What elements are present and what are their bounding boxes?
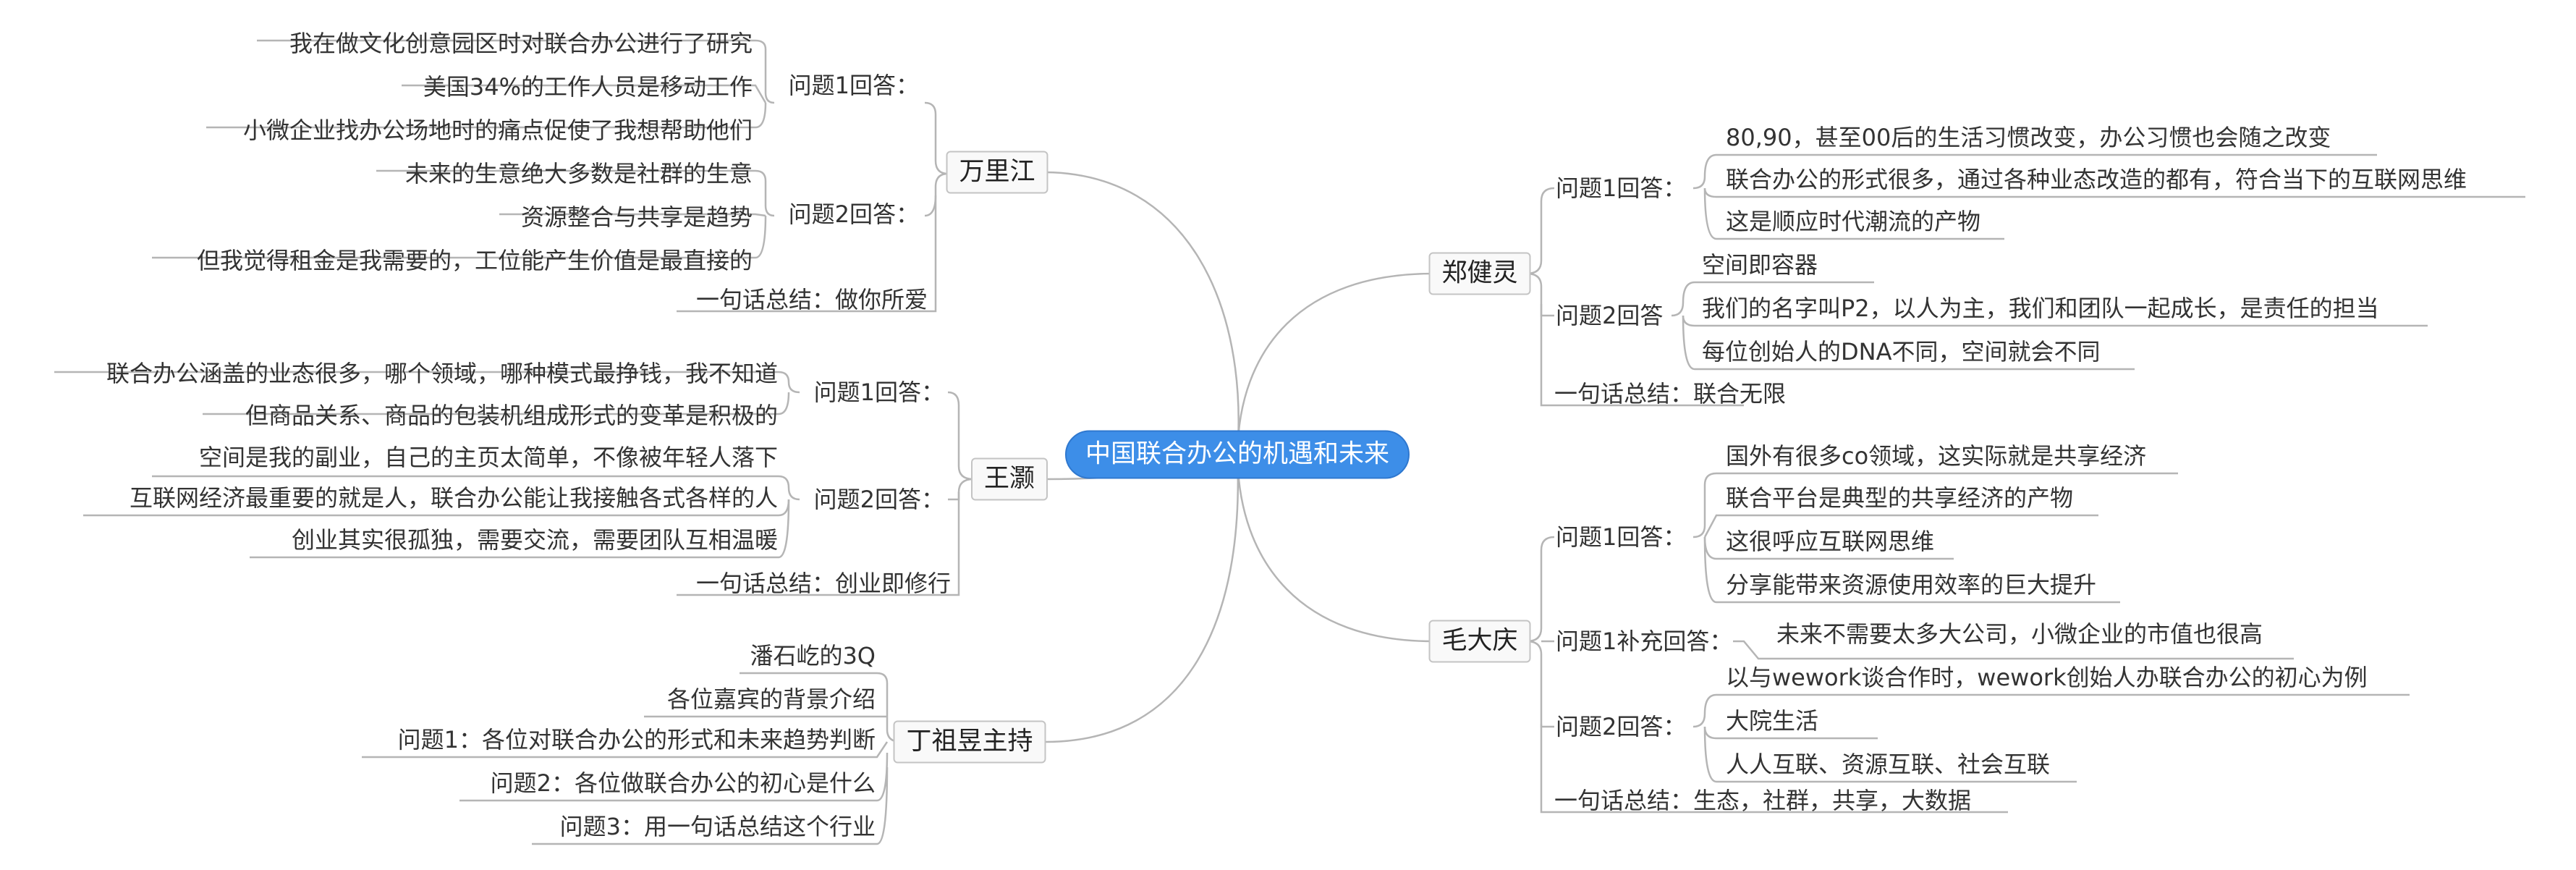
mao-q1-item-4[interactable]: 分享能带来资源使用效率的巨大提升 — [1726, 571, 2097, 599]
mao-q1-item-2[interactable]: 联合平台是典型的共享经济的产物 — [1726, 484, 2074, 512]
zheng-q1-item-2[interactable]: 联合办公的形式很多，通过各种业态改造的都有，符合当下的互联网思维 — [1726, 166, 2467, 193]
wangh-q1-item-2[interactable]: 但商品关系、商品的包装机组成形式的变革是积极的 — [245, 402, 778, 429]
mao-q2-item-3[interactable]: 人人互联、资源互联、社会互联 — [1726, 751, 2051, 778]
connector-root-wan — [1045, 171, 1240, 455]
wan-q2-item-3[interactable]: 但我觉得租金是我需要的，工位能产生价值是最直接的 — [196, 247, 753, 274]
mao-q1-item-3[interactable]: 这很呼应互联网思维 — [1726, 528, 1935, 555]
ding-item-5[interactable]: 问题3：用一句话总结这个行业 — [559, 813, 876, 840]
topic-zheng-jianling[interactable]: 郑健灵 — [1428, 252, 1531, 295]
connector-root-ding — [1045, 454, 1240, 743]
zheng-q1-item-1[interactable]: 80,90，甚至00后的生活习惯改变，办公习惯也会随之改变 — [1726, 124, 2331, 151]
topic-ding-zuyu-host[interactable]: 丁祖昱主持 — [893, 720, 1046, 764]
zheng-q1-label[interactable]: 问题1回答： — [1556, 174, 1687, 202]
wangh-q2-label[interactable]: 问题2回答： — [813, 486, 944, 513]
topic-mao-daqing[interactable]: 毛大庆 — [1428, 620, 1531, 663]
mao-q2-label[interactable]: 问题2回答： — [1556, 713, 1687, 740]
wangh-q1-label[interactable]: 问题1回答： — [813, 379, 944, 406]
zheng-q2-item-2[interactable]: 我们的名字叫P2，以人为主，我们和团队一起成长，是责任的担当 — [1702, 295, 2379, 322]
wangh-q2-item-3[interactable]: 创业其实很孤独，需要交流，需要团队互相温暖 — [291, 526, 778, 554]
wan-q2-label[interactable]: 问题2回答： — [788, 200, 919, 228]
mao-q2-item-2[interactable]: 大院生活 — [1726, 707, 1819, 735]
wan-q2-item-1[interactable]: 未来的生意绝大多数是社群的生意 — [404, 160, 753, 187]
topic-wan-lijiang[interactable]: 万里江 — [946, 151, 1048, 194]
mao-q2-item-1[interactable]: 以与wework谈合作时，wework创始人办联合办公的初心为例 — [1726, 664, 2368, 691]
wan-summary[interactable]: 一句话总结：做你所爱 — [695, 286, 928, 313]
ding-item-2[interactable]: 各位嘉宾的背景介绍 — [666, 685, 876, 713]
wan-q1-label[interactable]: 问题1回答： — [788, 72, 919, 99]
wangh-q2-item-2[interactable]: 互联网经济最重要的就是人，联合办公能让我接触各式各样的人 — [129, 484, 778, 512]
topic-wang-hao[interactable]: 王灏 — [970, 457, 1048, 501]
zheng-summary[interactable]: 一句话总结：联合无限 — [1554, 380, 1787, 407]
connector-root-zheng — [1236, 272, 1433, 455]
wan-q1-item-1[interactable]: 我在做文化创意园区时对联合办公进行了研究 — [289, 30, 753, 57]
wan-q1-item-3[interactable]: 小微企业找办公场地时的痛点促使了我想帮助他们 — [242, 117, 753, 144]
mao-q1-label[interactable]: 问题1回答： — [1556, 523, 1687, 551]
wan-q1-item-2[interactable]: 美国34%的工作人员是移动工作 — [423, 73, 753, 101]
zheng-q2-item-3[interactable]: 每位创始人的DNA不同，空间就会不同 — [1702, 338, 2101, 366]
mao-q1-supplement-item[interactable]: 未来不需要太多大公司，小微企业的市值也很高 — [1776, 620, 2263, 648]
zheng-q2-label[interactable]: 问题2回答 — [1556, 302, 1664, 329]
mao-q1-supplement-label[interactable]: 问题1补充回答： — [1556, 628, 1733, 655]
wangh-summary[interactable]: 一句话总结：创业即修行 — [695, 570, 951, 597]
connector-root-mao — [1236, 454, 1433, 643]
ding-item-1[interactable]: 潘石屹的3Q — [750, 642, 876, 670]
ding-item-4[interactable]: 问题2：各位做联合办公的初心是什么 — [490, 769, 876, 797]
wan-q2-item-2[interactable]: 资源整合与共享是趋势 — [520, 203, 753, 231]
wangh-q1-item-1[interactable]: 联合办公涵盖的业态很多，哪个领域，哪种模式最挣钱，我不知道 — [106, 360, 778, 387]
wangh-q2-item-1[interactable]: 空间是我的副业，自己的主页太简单，不像被年轻人落下 — [198, 444, 778, 471]
root-topic[interactable]: 中国联合办公的机遇和未来 — [1064, 430, 1410, 479]
ding-item-3[interactable]: 问题1：各位对联合办公的形式和未来趋势判断 — [397, 726, 876, 753]
mao-q1-item-1[interactable]: 国外有很多co领域，这实际就是共享经济 — [1726, 442, 2147, 470]
zheng-q1-item-3[interactable]: 这是顺应时代潮流的产物 — [1726, 208, 1981, 235]
zheng-q2-item-1[interactable]: 空间即容器 — [1702, 251, 1818, 279]
mao-summary[interactable]: 一句话总结：生态，社群，共享，大数据 — [1554, 787, 1972, 814]
